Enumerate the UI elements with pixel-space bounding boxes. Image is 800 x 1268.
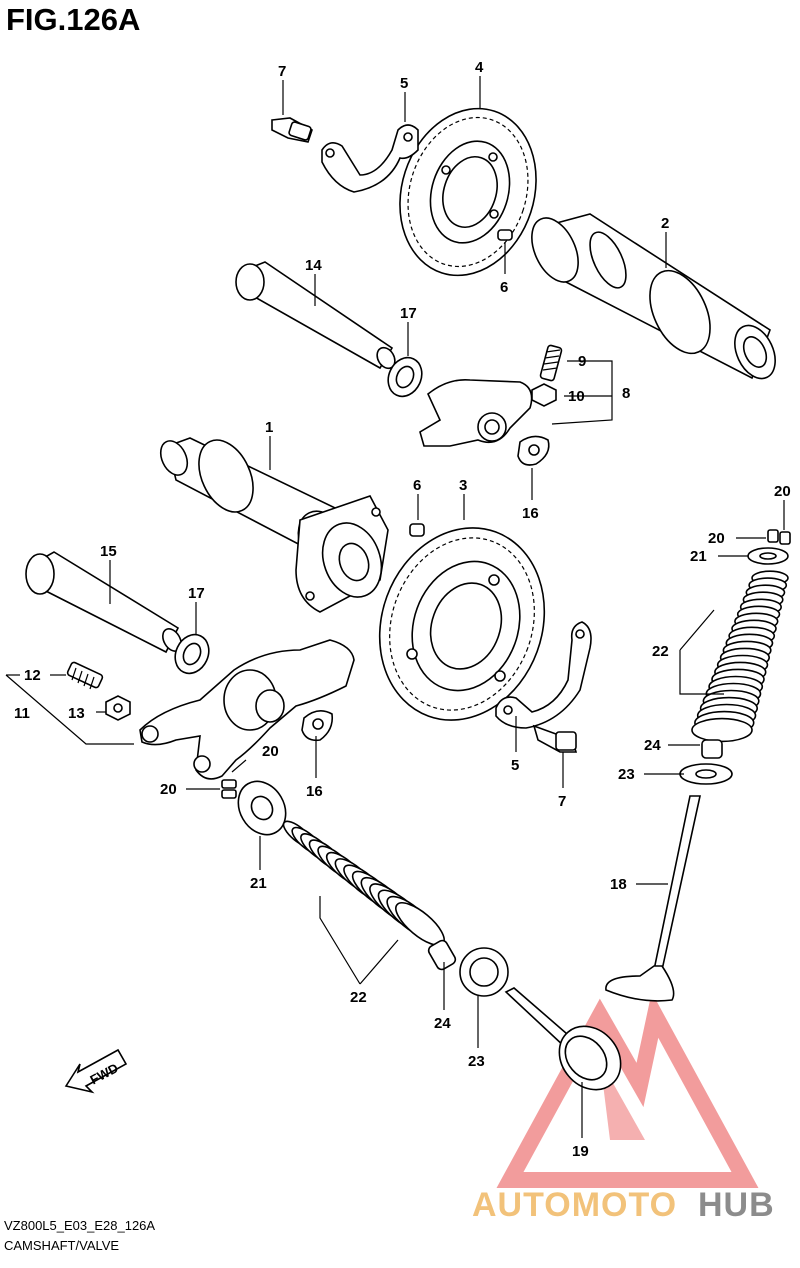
watermark-logo bbox=[496, 992, 759, 1188]
sprocket-plate-bottom bbox=[495, 621, 592, 729]
valve-spring-right bbox=[691, 570, 789, 743]
callout-7-top: 7 bbox=[278, 63, 286, 80]
camshaft-front bbox=[159, 437, 389, 613]
valve-spring-left bbox=[282, 820, 445, 946]
callout-7-bottom: 7 bbox=[558, 793, 566, 810]
watermark-part-2: HUB bbox=[698, 1186, 775, 1224]
callout-1: 1 bbox=[265, 419, 273, 436]
callout-20-lleft: 20 bbox=[160, 781, 177, 798]
rocker-cap-left bbox=[301, 710, 334, 742]
callout-20-lright: 20 bbox=[262, 743, 279, 760]
callout-6-top: 6 bbox=[500, 279, 508, 296]
rocker-arm-shaft-top bbox=[235, 261, 396, 370]
callout-3: 3 bbox=[459, 477, 467, 494]
figure-caption: CAMSHAFT/VALVE bbox=[4, 1238, 120, 1253]
sprocket-bolt-top bbox=[271, 117, 313, 143]
callout-23-left: 23 bbox=[468, 1053, 485, 1070]
valve-exhaust bbox=[605, 795, 701, 1002]
callout-4: 4 bbox=[475, 59, 484, 76]
watermark-part-1: AUTOMOTO bbox=[472, 1186, 677, 1224]
fwd-arrow-icon: FWD bbox=[64, 1048, 128, 1094]
callout-labels: 7 5 4 2 6 14 17 9 8 10 1 6 3 16 20 20 21… bbox=[14, 59, 791, 1160]
callout-11: 11 bbox=[14, 705, 30, 722]
callout-10: 10 bbox=[568, 388, 585, 405]
lock-nut-top bbox=[531, 383, 557, 407]
spring-retainer-left bbox=[237, 780, 287, 836]
camshaft-rear bbox=[531, 213, 776, 380]
callout-19: 19 bbox=[572, 1143, 589, 1160]
callout-2: 2 bbox=[661, 215, 669, 232]
valve-stem-seal-left bbox=[427, 939, 457, 971]
rocker-arm-shaft-front bbox=[25, 551, 182, 654]
cotter-right bbox=[767, 529, 791, 545]
callout-9: 9 bbox=[578, 353, 586, 370]
lock-nut-front bbox=[105, 695, 131, 721]
valve-stem-seal-right bbox=[701, 739, 723, 759]
callout-23-right: 23 bbox=[618, 766, 635, 783]
rocker-cap-right bbox=[517, 435, 550, 466]
sprocket-plate-top bbox=[321, 124, 419, 193]
cotter-left bbox=[221, 779, 237, 799]
watermark-text: AUTOMOTO HUB bbox=[472, 1186, 775, 1224]
washer-top bbox=[387, 356, 423, 398]
dowel-pin-front bbox=[409, 523, 425, 537]
callout-20-rmid: 20 bbox=[708, 530, 725, 547]
spring-seat-right bbox=[679, 763, 733, 785]
callout-13: 13 bbox=[68, 705, 85, 722]
callout-18: 18 bbox=[610, 876, 627, 893]
figure-title: FIG.126A bbox=[6, 2, 141, 37]
spring-seat-left bbox=[459, 947, 509, 997]
adjust-screw-top bbox=[539, 344, 563, 382]
callout-21-right: 21 bbox=[690, 548, 707, 565]
callout-17-top: 17 bbox=[400, 305, 417, 322]
washer-front bbox=[174, 633, 210, 675]
callout-22-left: 22 bbox=[350, 989, 367, 1006]
callout-6-mid: 6 bbox=[413, 477, 421, 494]
valve-intake bbox=[504, 987, 622, 1091]
callout-12: 12 bbox=[24, 667, 41, 684]
callout-14: 14 bbox=[305, 257, 322, 274]
callout-24-left: 24 bbox=[434, 1015, 451, 1032]
callout-20-rtop: 20 bbox=[774, 483, 791, 500]
dowel-pin-top bbox=[497, 229, 513, 241]
rocker-arm-front bbox=[139, 639, 355, 780]
callout-21-left: 21 bbox=[250, 875, 267, 892]
callout-8: 8 bbox=[622, 385, 630, 402]
callout-16-left: 16 bbox=[306, 783, 323, 800]
leader-lines bbox=[5, 76, 785, 1138]
callout-24-right: 24 bbox=[644, 737, 661, 754]
cam-sprocket-top bbox=[399, 107, 537, 277]
callout-5-bottom: 5 bbox=[511, 757, 519, 774]
callout-17-left: 17 bbox=[188, 585, 205, 602]
callout-15: 15 bbox=[100, 543, 117, 560]
callout-5-top: 5 bbox=[400, 75, 408, 92]
callout-22-right: 22 bbox=[652, 643, 669, 660]
figure-code: VZ800L5_E03_E28_126A bbox=[4, 1218, 156, 1233]
sprocket-bolt-bottom bbox=[532, 724, 578, 753]
spring-retainer-right bbox=[747, 547, 789, 565]
adjust-screw-front bbox=[66, 661, 104, 690]
callout-16-right: 16 bbox=[522, 505, 539, 522]
cam-sprocket-front bbox=[378, 527, 546, 721]
rocker-arm-top bbox=[419, 378, 533, 447]
